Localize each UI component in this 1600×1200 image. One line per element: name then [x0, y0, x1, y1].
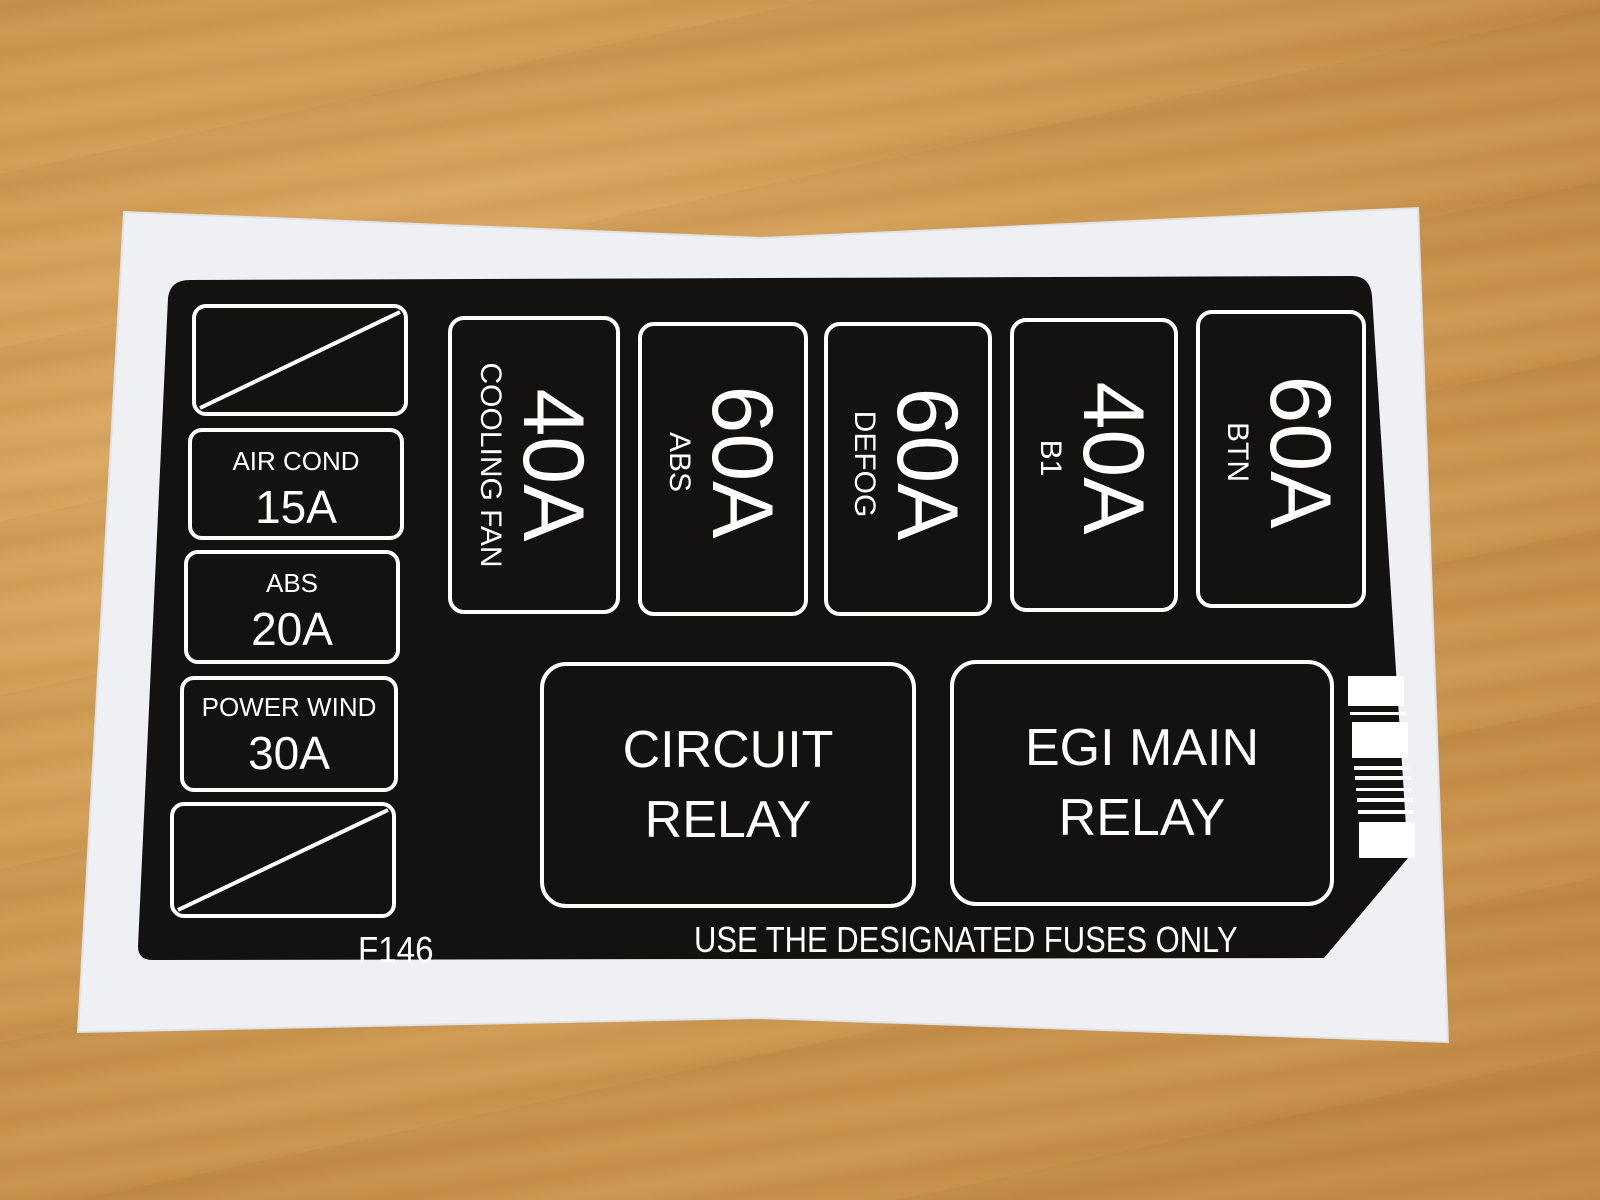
empty-slot-bottom	[170, 802, 396, 918]
fuse-label	[138, 276, 1408, 960]
circuit-relay-line1: CIRCUIT	[622, 721, 834, 779]
fuse-box-power-wind	[180, 676, 398, 792]
empty-slot-top-diagonal	[199, 310, 401, 410]
fuse-box-air-cond	[188, 428, 404, 540]
circuit-relay-line2: RELAY	[644, 791, 812, 849]
fuse-box-cooling-fan	[448, 316, 620, 614]
egi-relay-line1: EGI MAIN	[1024, 719, 1260, 777]
fuse-box-b1	[1010, 318, 1178, 612]
fuse-box-abs-small	[184, 550, 400, 664]
barcode-marks	[1348, 676, 1415, 858]
egi-relay-line2: RELAY	[1058, 789, 1226, 847]
empty-slot-top	[192, 304, 408, 416]
cooling-fan-name: COOLING FAN	[474, 362, 508, 568]
power-wind-amps: 30A	[248, 727, 330, 779]
btn-name: BTN	[1221, 422, 1255, 482]
abs-small-amps: 20A	[251, 603, 333, 655]
air-cond-name: AIR COND	[232, 446, 360, 476]
cooling-fan-amps: 40A	[504, 388, 601, 542]
power-wind-name: POWER WIND	[201, 692, 377, 722]
relay-box-circuit	[540, 662, 916, 908]
b1-name: B1	[1034, 439, 1068, 477]
abs-small-name: ABS	[265, 568, 319, 598]
outline-group	[170, 304, 1366, 918]
notice-text: USE THE DESIGNATED FUSES ONLY	[694, 919, 1238, 960]
abs-large-amps: 60A	[693, 385, 790, 539]
relay-box-egi-main	[950, 660, 1334, 906]
fuse-box-defog	[824, 322, 992, 616]
air-cond-amps: 15A	[255, 481, 337, 533]
fuse-box-btn	[1196, 310, 1366, 608]
abs-large-name: ABS	[663, 431, 697, 493]
part-code: F146	[358, 929, 434, 970]
btn-amps: 60A	[1251, 375, 1348, 529]
b1-amps: 40A	[1064, 381, 1161, 535]
fuse-box-abs-large	[638, 322, 808, 616]
defog-amps: 60A	[878, 387, 975, 541]
empty-slot-bottom-diagonal	[177, 808, 389, 912]
defog-name: DEFOG	[848, 410, 882, 518]
